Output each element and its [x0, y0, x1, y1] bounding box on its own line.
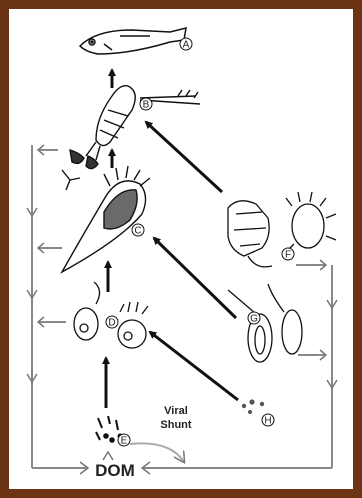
letter-c: C — [134, 226, 141, 237]
letter-a: A — [183, 40, 190, 51]
bacteria-illustration — [96, 416, 122, 442]
trophic-arrows — [106, 70, 238, 408]
fish-illustration — [80, 28, 186, 54]
label-h: H — [262, 414, 274, 427]
viral-shunt-label-line2: Shunt — [160, 419, 191, 431]
arrowhead-dom-up — [103, 452, 113, 460]
letter-d: D — [108, 318, 115, 329]
picoplankton-illustration — [242, 399, 264, 414]
label-c: C — [132, 224, 144, 237]
viral-shunt-label-line1: Viral — [164, 405, 188, 417]
arrow-f-to-b — [146, 122, 222, 192]
arrow-h-to-d — [150, 332, 238, 400]
flagellate-illustration — [228, 284, 302, 362]
copepod-illustration — [62, 86, 200, 190]
viral-shunt-arrow — [130, 443, 184, 462]
label-g: G — [248, 312, 260, 325]
protist-illustration — [74, 282, 148, 348]
label-e: E — [118, 434, 130, 447]
letter-g: G — [250, 314, 258, 325]
letter-f: F — [285, 250, 291, 261]
label-f: F — [282, 248, 294, 261]
arrow-g-to-c — [154, 238, 236, 318]
dom-label: DOM — [95, 461, 135, 480]
label-d: D — [106, 316, 118, 329]
label-a: A — [180, 38, 192, 51]
letter-e: E — [121, 436, 128, 447]
label-b: B — [140, 98, 152, 111]
letter-b: B — [143, 100, 150, 111]
letter-h: H — [264, 416, 271, 427]
ciliate-illustration — [62, 166, 150, 272]
